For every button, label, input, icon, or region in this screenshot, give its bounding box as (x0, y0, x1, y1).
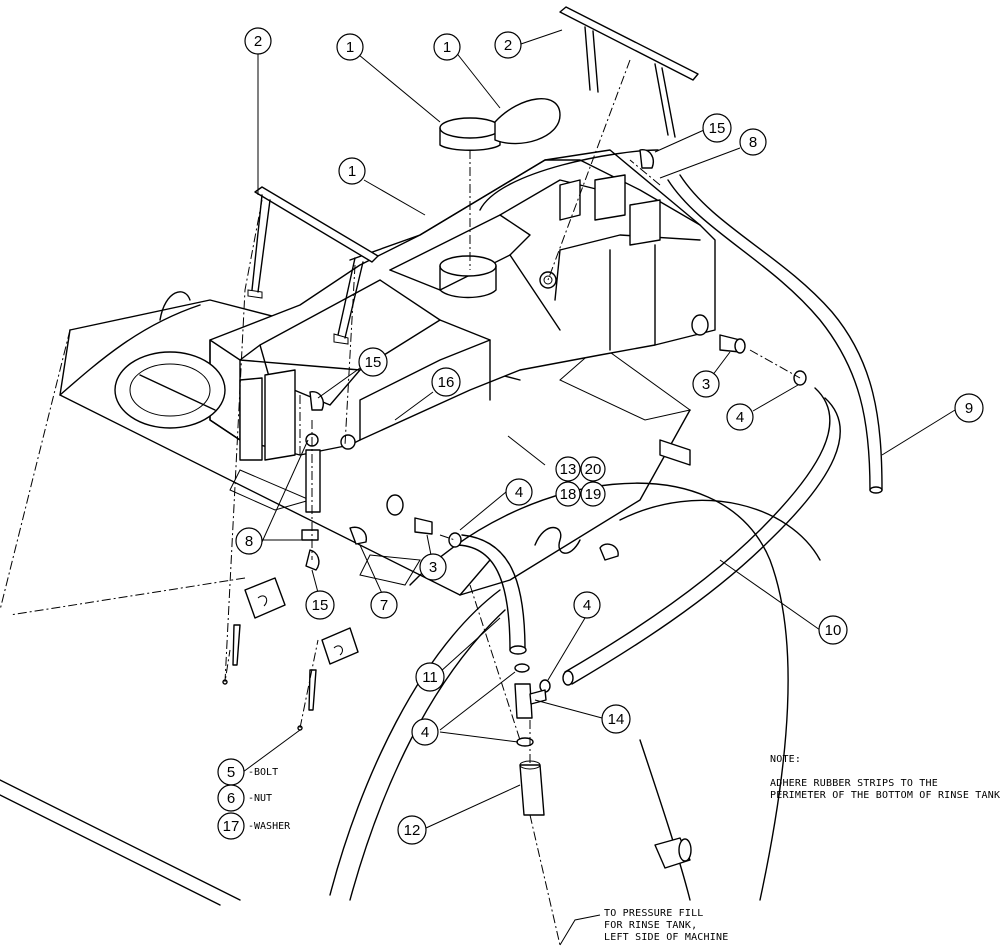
svg-text:18: 18 (560, 486, 577, 503)
balloon-11: 11 (415, 662, 445, 692)
balloon-5: 5 (217, 758, 245, 786)
balloon-1-lid: 1 (433, 33, 461, 61)
svg-text:4: 4 (736, 409, 744, 426)
svg-text:2: 2 (254, 33, 262, 50)
hose-10 (562, 387, 841, 686)
svg-text:4: 4 (515, 484, 523, 501)
svg-text:2: 2 (504, 37, 512, 54)
legend-nut: -NUT (248, 793, 272, 804)
svg-text:11: 11 (422, 669, 438, 686)
balloon-4-bottom: 4 (411, 718, 439, 746)
bolts-and-clips (222, 577, 359, 731)
balloon-14: 14 (601, 704, 631, 734)
svg-text:1: 1 (443, 39, 451, 56)
svg-text:17: 17 (223, 818, 240, 835)
balloon-16: 16 (431, 367, 461, 397)
svg-text:1: 1 (348, 163, 356, 180)
svg-text:12: 12 (404, 822, 421, 839)
svg-text:16: 16 (438, 374, 455, 391)
note-line-1: ADHERE RUBBER STRIPS TO THE (770, 778, 938, 789)
legend-bolt: -BOLT (248, 767, 278, 778)
callout-line-2: FOR RINSE TANK, (604, 920, 697, 931)
balloon-12: 12 (397, 815, 427, 845)
svg-text:1: 1 (346, 39, 354, 56)
svg-text:15: 15 (709, 120, 726, 137)
balloon-8-top: 8 (739, 128, 767, 156)
balloon-10: 10 (818, 615, 848, 645)
svg-text:3: 3 (429, 559, 437, 576)
balloon-2-left: 2 (244, 27, 272, 55)
callout-line-1: TO PRESSURE FILL (604, 908, 704, 919)
svg-text:4: 4 (421, 724, 429, 741)
svg-text:8: 8 (749, 134, 757, 151)
svg-text:8: 8 (245, 533, 253, 550)
fittings (301, 149, 807, 869)
svg-text:19: 19 (585, 486, 602, 503)
svg-text:6: 6 (227, 790, 235, 807)
main-tank-outline (0, 482, 821, 906)
svg-text:7: 7 (380, 597, 388, 614)
callout-line-3: LEFT SIDE OF MACHINE (604, 932, 728, 943)
balloon-4-mid: 4 (505, 478, 533, 506)
svg-text:13: 13 (560, 461, 577, 478)
svg-text:10: 10 (825, 622, 842, 639)
balloon-3-left: 3 (419, 553, 447, 581)
svg-text:9: 9 (965, 400, 973, 417)
svg-text:4: 4 (583, 597, 591, 614)
balloon-8-left: 8 (235, 527, 263, 555)
balloon-19: 19 (580, 481, 606, 507)
leader-lines (242, 29, 956, 946)
svg-text:3: 3 (702, 376, 710, 393)
balloon-7: 7 (370, 591, 398, 619)
hose-11 (454, 534, 527, 655)
balloon-3-right: 3 (692, 370, 720, 398)
platform-deck (59, 299, 692, 596)
note-line-2: PERIMETER OF THE BOTTOM OF RINSE TANK. (770, 790, 1000, 801)
note-heading: NOTE: (770, 754, 801, 765)
bracket-right (559, 6, 699, 138)
balloon-2-right: 2 (494, 31, 522, 59)
balloon-9: 9 (954, 393, 984, 423)
balloon-17: 17 (217, 812, 245, 840)
balloon-15-bottom: 15 (305, 590, 335, 620)
legend-washer: -WASHER (248, 821, 291, 832)
bracket-left (247, 186, 379, 345)
svg-text:20: 20 (585, 461, 602, 478)
left-lid (114, 291, 226, 429)
balloon-1-tank: 1 (338, 157, 366, 185)
balloon-15-mid: 15 (358, 347, 388, 377)
balloon-1-lid-ring: 1 (336, 33, 364, 61)
svg-text:15: 15 (365, 354, 382, 371)
balloon-4-lower: 4 (573, 591, 601, 619)
svg-text:15: 15 (312, 597, 329, 614)
balloon-15-top: 15 (702, 113, 732, 143)
assembly-note: NOTE: ADHERE RUBBER STRIPS TO THE PERIME… (770, 754, 1000, 801)
lid-parts (439, 98, 561, 151)
svg-text:5: 5 (227, 764, 235, 781)
balloon-18: 18 (555, 481, 581, 507)
balloon-4-right: 4 (726, 403, 754, 431)
pressure-fill-callout: TO PRESSURE FILL FOR RINSE TANK, LEFT SI… (604, 908, 728, 943)
svg-text:14: 14 (608, 711, 625, 728)
balloon-6: 6 (217, 784, 245, 812)
balloon-20: 20 (580, 456, 606, 482)
centerlines (0, 59, 801, 946)
balloon-13: 13 (555, 456, 581, 482)
rinse-tank-body (209, 149, 716, 516)
